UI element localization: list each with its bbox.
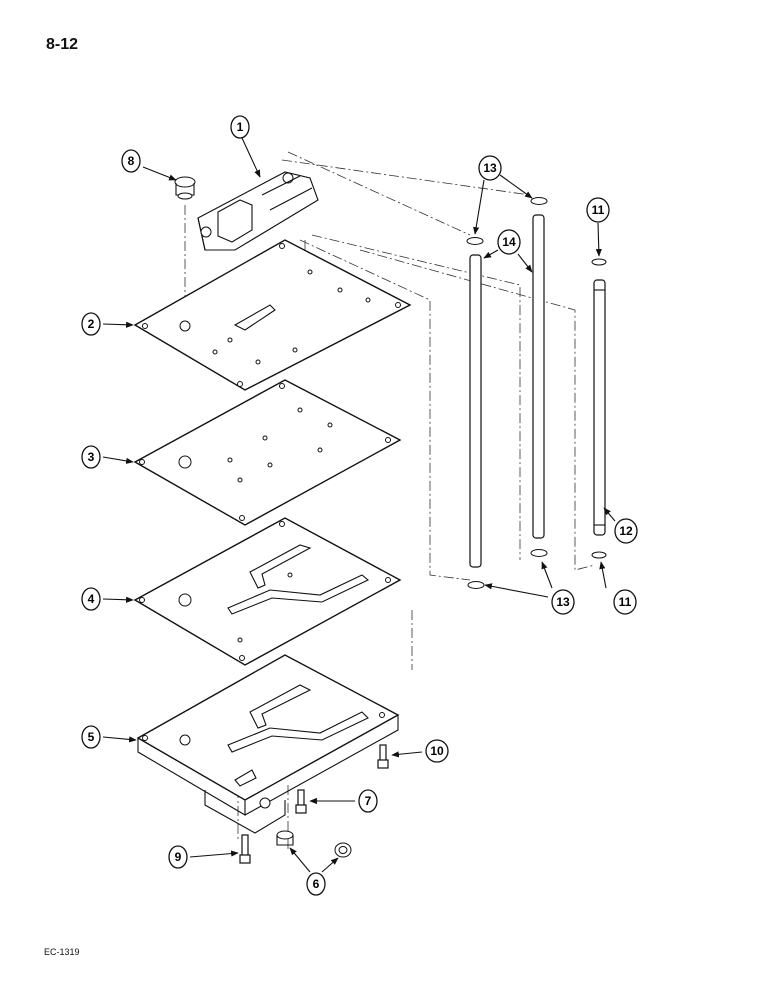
callout-1: 1 — [230, 115, 250, 139]
svg-text:13: 13 — [483, 161, 497, 175]
callout-4: 4 — [81, 587, 101, 611]
callout-9: 9 — [168, 845, 188, 869]
callout-11-bottom: 11 — [613, 589, 637, 615]
svg-text:9: 9 — [175, 850, 182, 864]
tube-part-12 — [593, 279, 606, 536]
separator-plate-part-3 — [133, 379, 402, 526]
svg-text:6: 6 — [313, 877, 320, 891]
o-rings — [466, 197, 607, 589]
callout-7: 7 — [358, 789, 378, 813]
valve-base-part-5 — [136, 654, 400, 834]
svg-text:2: 2 — [88, 317, 95, 331]
o-ring-11-bottom — [591, 551, 607, 559]
o-ring-11-top — [591, 258, 607, 266]
svg-text:11: 11 — [619, 595, 632, 609]
callout-10: 10 — [425, 739, 449, 763]
valve-body-part-1 — [197, 171, 319, 251]
callout-5: 5 — [81, 725, 101, 749]
plug-part-6-a — [276, 830, 294, 846]
bolt-part-10 — [377, 744, 389, 769]
plug-part-8 — [174, 176, 196, 200]
callout-11-top: 11 — [586, 197, 610, 223]
separator-plate-part-2 — [133, 239, 412, 391]
callout-3: 3 — [81, 445, 101, 469]
svg-text:4: 4 — [88, 592, 95, 606]
leader-lines — [102, 137, 616, 873]
bolt-part-7 — [295, 789, 307, 814]
svg-text:11: 11 — [592, 203, 605, 217]
svg-text:3: 3 — [88, 450, 95, 464]
callouts: 1 2 3 4 5 6 7 8 9 10 11 11 12 13 13 — [81, 115, 638, 896]
svg-text:14: 14 — [502, 235, 516, 249]
figure-code: EC-1319 — [44, 947, 80, 957]
bolt-part-9 — [239, 834, 251, 864]
callout-13-bottom: 13 — [551, 589, 575, 615]
svg-text:1: 1 — [237, 120, 244, 134]
svg-text:8: 8 — [128, 154, 135, 168]
tube-part-14-a — [469, 254, 482, 568]
svg-text:10: 10 — [430, 744, 444, 758]
callout-13-top: 13 — [478, 155, 502, 181]
svg-text:13: 13 — [556, 595, 570, 609]
callout-2: 2 — [81, 312, 101, 336]
svg-text:12: 12 — [619, 524, 633, 538]
callout-8: 8 — [121, 149, 141, 173]
callout-12: 12 — [614, 518, 638, 544]
tube-part-14-b — [532, 214, 545, 539]
o-ring-13-bottom-a — [467, 581, 485, 589]
o-ring-13-top-a — [466, 237, 484, 245]
svg-text:5: 5 — [88, 730, 95, 744]
page-number: 8-12 — [46, 36, 79, 53]
callout-6: 6 — [306, 872, 326, 896]
o-ring-13-bottom-b — [530, 549, 548, 557]
svg-text:7: 7 — [365, 794, 372, 808]
separator-plate-part-4 — [133, 517, 402, 666]
o-ring-13-top-b — [530, 197, 548, 205]
plug-part-6-b — [334, 842, 352, 858]
callout-14: 14 — [497, 229, 521, 255]
